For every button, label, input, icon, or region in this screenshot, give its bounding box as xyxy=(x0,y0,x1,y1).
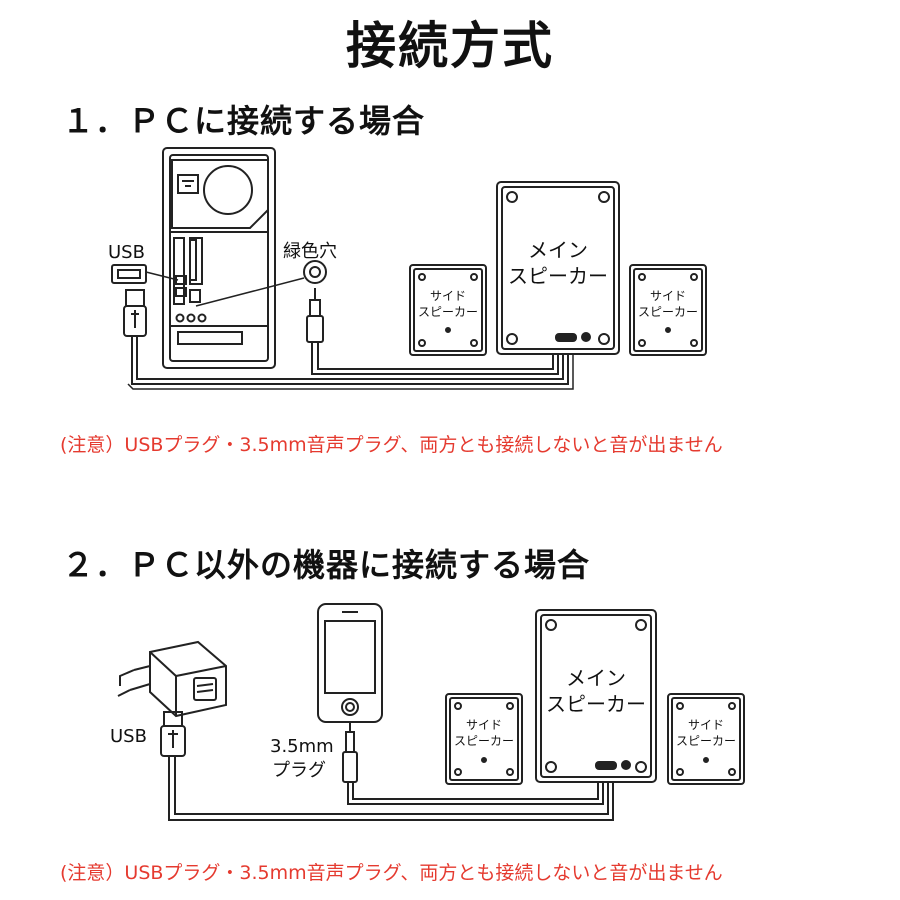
side-speaker-right-2 xyxy=(667,693,745,785)
ac-adapter-icon xyxy=(117,640,227,718)
s2-plug-label-line2: プラグ xyxy=(272,760,326,781)
s2-side-right-line1: サイド xyxy=(688,718,724,732)
s2-side-left-line2: スピーカー xyxy=(454,734,514,748)
s1-side-left-line2: スピーカー xyxy=(418,305,478,319)
main-speaker xyxy=(496,181,620,355)
s1-main-speaker-line1: メイン xyxy=(528,238,588,262)
usb-plug-icon xyxy=(123,289,147,380)
section1-diagram xyxy=(111,147,707,390)
audio-plug-icon-2 xyxy=(342,722,358,800)
audio-plug-icon xyxy=(306,288,324,370)
s1-side-left-line1: サイド xyxy=(430,289,466,303)
pc-tower xyxy=(162,147,276,369)
section2-heading: ２．ＰＣ以外の機器に接続する場合 xyxy=(62,546,591,584)
s2-side-right-line2: スピーカー xyxy=(676,734,736,748)
s2-main-speaker-line1: メイン xyxy=(566,666,626,690)
page-title: 接続方式 xyxy=(346,17,554,75)
side-speaker-right xyxy=(629,264,707,356)
side-speaker-left xyxy=(409,264,487,356)
section2-diagram xyxy=(117,603,745,821)
section1-heading: １．ＰＣに接続する場合 xyxy=(62,102,426,140)
usb-plug-icon-2 xyxy=(160,711,186,815)
s1-side-right-line1: サイド xyxy=(650,289,686,303)
smartphone-icon xyxy=(317,603,383,723)
s2-main-speaker-line2: スピーカー xyxy=(546,692,646,716)
s2-side-left-line1: サイド xyxy=(466,718,502,732)
main-speaker-2 xyxy=(535,609,657,783)
section1-note: (注意）USBプラグ・3.5mm音声プラグ、両方とも接続しないと音が出ません xyxy=(60,434,723,456)
s1-main-speaker-line2: スピーカー xyxy=(508,264,608,288)
s2-plug-label-line1: 3.5mm xyxy=(270,736,334,757)
s1-green-jack-label: 緑色穴 xyxy=(283,241,337,262)
s1-usb-label: USB xyxy=(108,242,145,263)
s1-side-right-line2: スピーカー xyxy=(638,305,698,319)
usb-port-icon xyxy=(111,264,147,284)
s2-usb-label: USB xyxy=(110,726,147,747)
side-speaker-left-2 xyxy=(445,693,523,785)
green-jack-icon xyxy=(303,260,327,284)
section2-note: (注意）USBプラグ・3.5mm音声プラグ、両方とも接続しないと音が出ません xyxy=(60,862,723,884)
